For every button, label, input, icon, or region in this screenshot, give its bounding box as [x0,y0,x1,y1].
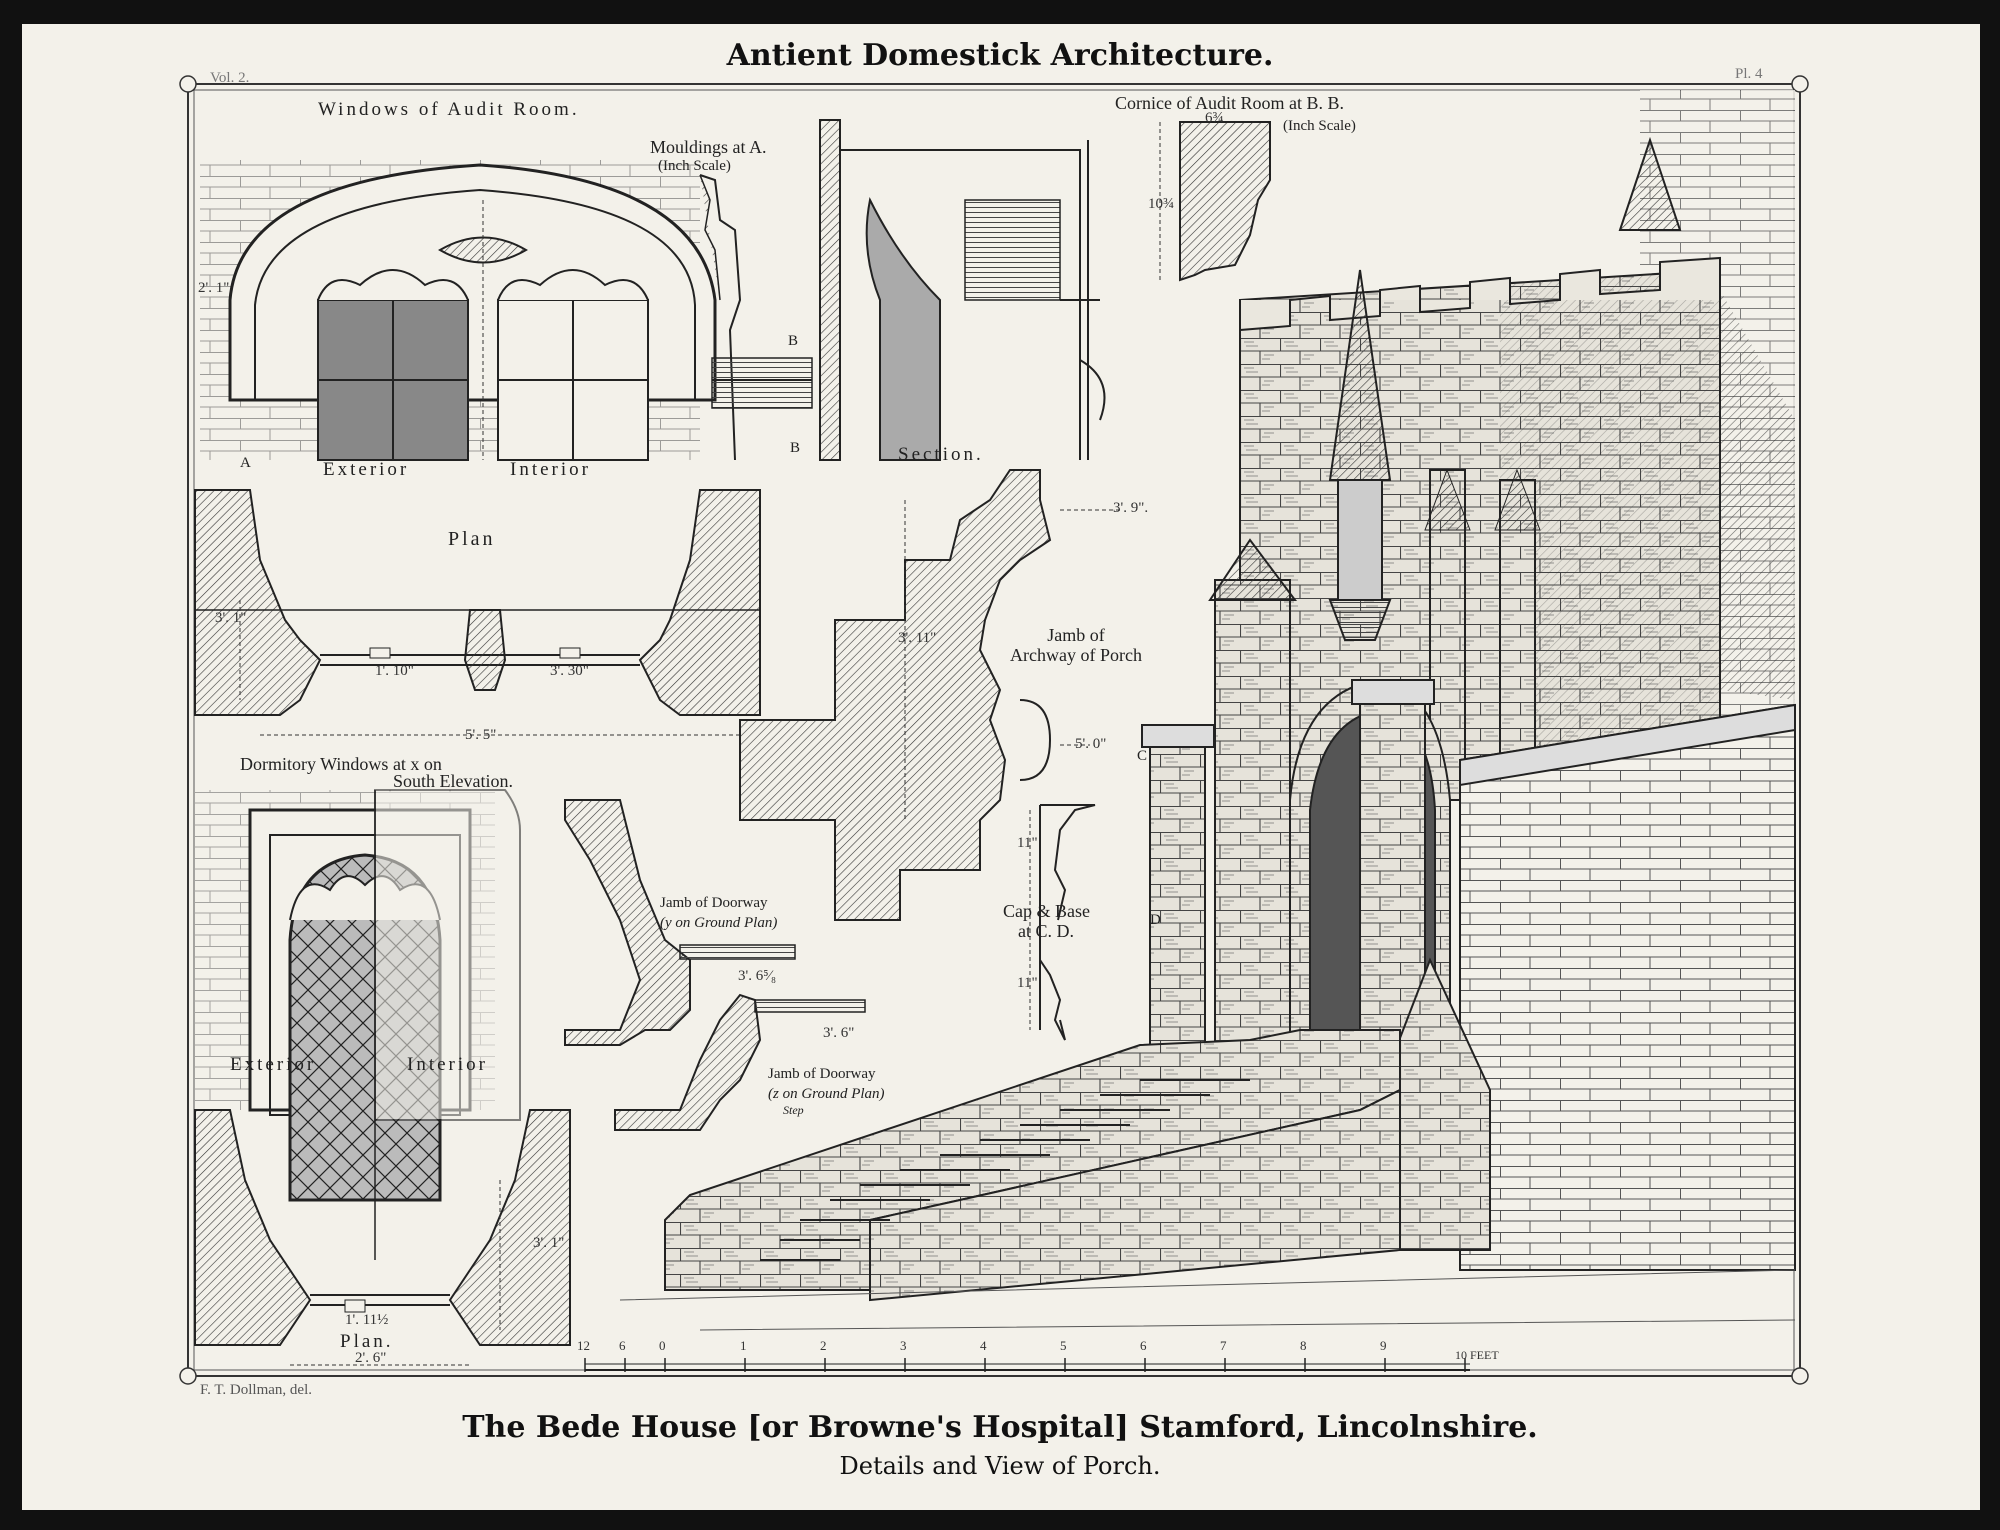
cornice-audit-room-profile [1159,121,1271,282]
dim-3-9: 3'. 9". [1113,500,1149,516]
dim-2-6: 2'. 6" [355,1350,387,1366]
dim-11-a: 11" [1017,835,1038,851]
scale-tick-label: 12 [577,1338,590,1353]
frame-corner-ornament [1791,1367,1809,1385]
jamb-of-doorway-z-plan [614,993,866,1131]
scale-tick-label: 6 [1140,1338,1147,1353]
cornice-b-detail [711,357,813,409]
scale-bar [584,1358,1470,1372]
plate-number-label: Pl. 4 [1735,66,1763,82]
scale-tick-label: 1 [740,1338,747,1353]
dim-1-10: 1'. 10" [375,663,414,679]
dim-2-1: 2'. 1" [198,280,230,296]
dim-3-1-b: 3'. 1" [533,1235,565,1251]
label-dormitory-1: Dormitory Windows at x on [240,754,442,774]
label-interior-1: Interior [510,459,591,480]
label-plan-2: Plan. [340,1331,394,1352]
dim-10-3-4: 10¾ [1148,196,1175,212]
dim-11-b: 11" [1017,975,1038,991]
audit-room-window-plan [194,489,761,736]
plate-frame [187,83,1801,1377]
label-interior-2: Interior [407,1054,488,1075]
dim-3-6-5: 3'. 6⁵⁄₈ [738,968,777,984]
plate-footer-title: The Bede House [or Browne's Hospital] St… [462,1410,1538,1445]
scale-tick-label: 5 [1060,1338,1067,1353]
dormitory-window-plan [194,1109,571,1366]
jamb-of-doorway-y-plan [564,799,796,1046]
scale-tick-label: 8 [1300,1338,1307,1353]
mouldings-at-a [699,174,742,461]
volume-label: Vol. 2. [210,70,250,86]
label-mouldings-a: Mouldings at A. [650,137,767,157]
scale-tick-label: 7 [1220,1338,1227,1353]
letter-c: C [1137,748,1148,764]
label-cornice: Cornice of Audit Room at B. B. [1115,93,1344,113]
label-jamb-doorway-y-2: (y on Ground Plan) [660,915,778,931]
letter-b-bottom: B [790,440,801,456]
dim-5-0: 5'. 0" [1075,736,1107,752]
label-jamb-doorway-z-2: (z on Ground Plan) [768,1086,885,1102]
scale-tick-label: 4 [980,1338,987,1353]
label-exterior-1: Exterior [323,459,410,480]
label-step: Step [783,1103,804,1117]
plate-header-title: Antient Domestick Architecture. [726,38,1274,73]
porch-perspective-view [619,90,1796,1331]
scale-feet-label: 10 FEET [1455,1348,1499,1362]
dim-5-5: 5'. 5" [465,727,497,743]
frame-corner-ornament [179,1367,197,1385]
letter-b-top: B [788,333,799,349]
scale-tick-label: 0 [659,1338,666,1353]
label-plan-1: Plan [448,528,496,550]
section-drawing [819,119,1106,461]
dim-3-11: 3'. 11" [898,630,937,646]
cap-and-base-profile [1029,804,1096,1041]
dim-3-30: 3'. 30" [550,663,589,679]
dim-6-3-4: 6¾ [1205,110,1224,126]
label-jamb-archway: Jamb of Archway of Porch [1010,625,1142,665]
audit-room-window-elevation [200,160,717,461]
letter-a: A [240,455,251,471]
label-exterior-2: Exterior [230,1054,317,1075]
label-inch-scale-a: (Inch Scale) [658,158,731,174]
label-section: Section. [898,444,984,465]
label-jamb-doorway-y-1: Jamb of Doorway [660,895,768,911]
dormitory-window-elevation [195,789,521,1260]
scale-tick-label: 2 [820,1338,827,1353]
frame-corner-ornament [179,75,197,93]
label-dormitory-2: South Elevation. [393,771,513,791]
label-cap-base-2: at C. D. [1018,921,1074,941]
dim-1-11: 1'. 11½ [345,1312,389,1328]
label-jamb-doorway-z-1: Jamb of Doorway [768,1066,876,1082]
scale-tick-label: 9 [1380,1338,1387,1353]
frame-corner-ornament [1791,75,1809,93]
dim-3-6: 3'. 6" [823,1025,855,1041]
label-inch-scale-b: (Inch Scale) [1283,118,1356,134]
dim-3-1-a: 3'. 1" [215,610,247,626]
scale-tick-label: 6 [619,1338,626,1353]
artist-credit: F. T. Dollman, del. [200,1382,312,1398]
plate-footer-subtitle: Details and View of Porch. [839,1452,1161,1480]
letter-d: D [1150,912,1161,928]
label-cap-base-1: Cap & Base [1003,901,1090,921]
label-windows-audit-room: Windows of Audit Room. [318,99,580,120]
scale-tick-label: 3 [900,1338,907,1353]
jamb-of-archway-plan [739,469,1120,921]
